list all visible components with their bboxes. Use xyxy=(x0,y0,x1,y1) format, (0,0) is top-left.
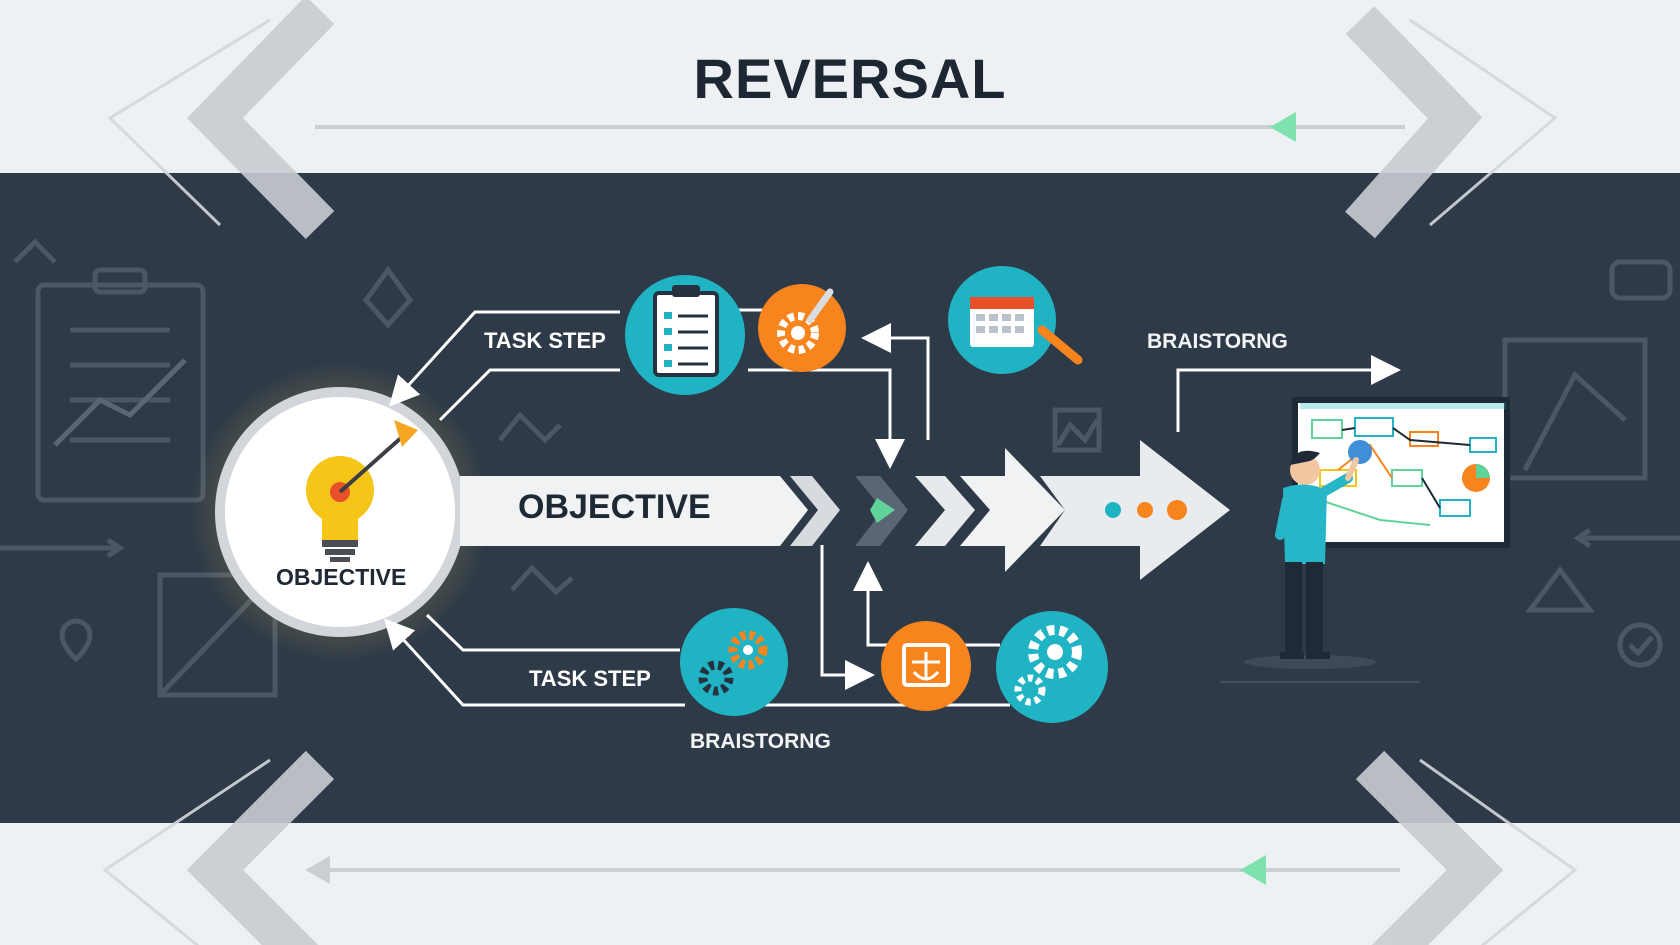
map-pin-icon xyxy=(59,618,93,663)
check-circle-icon xyxy=(1617,622,1663,668)
presentation-board-icon xyxy=(881,621,971,711)
page-title: REVERSAL xyxy=(693,47,1007,110)
chat-icon xyxy=(1609,259,1673,301)
clipboard-outline-icon xyxy=(35,282,206,503)
green-arrowhead-icon xyxy=(1270,112,1296,142)
background-icons xyxy=(0,238,1680,698)
top-band-decoration xyxy=(107,0,1558,240)
gears-icon xyxy=(680,608,788,716)
calendar-pencil-icon xyxy=(948,266,1083,374)
bottom-band-decoration xyxy=(102,750,1578,945)
picture-icon xyxy=(1052,407,1102,453)
gears-icon xyxy=(996,611,1108,723)
brainstorm-bottom-label: BRAISTORNG xyxy=(690,730,831,753)
green-diamond-icon xyxy=(870,498,895,523)
person-at-board-icon xyxy=(1220,397,1510,683)
triangle-icon xyxy=(1525,565,1595,613)
clipboard-checklist-icon xyxy=(625,275,745,395)
objective-arrow-banner xyxy=(460,440,1230,580)
objective-circle-label: OBJECTIVE xyxy=(276,564,407,590)
green-arrowhead-icon xyxy=(1240,855,1266,885)
frame-outline-icon xyxy=(1502,337,1648,481)
task-step-bottom-label: TASK STEP xyxy=(529,666,651,691)
diamond-icon xyxy=(362,265,414,329)
task-step-top-label: TASK STEP xyxy=(484,328,606,353)
connector-lines xyxy=(383,308,1401,707)
chevron-up-icon xyxy=(13,238,57,264)
lightbulb-target-icon xyxy=(306,420,418,562)
objective-banner-label: OBJECTIVE xyxy=(518,488,711,526)
brainstorm-right-label: BRAISTORNG xyxy=(1147,330,1288,353)
gear-wrench-icon xyxy=(758,284,846,372)
